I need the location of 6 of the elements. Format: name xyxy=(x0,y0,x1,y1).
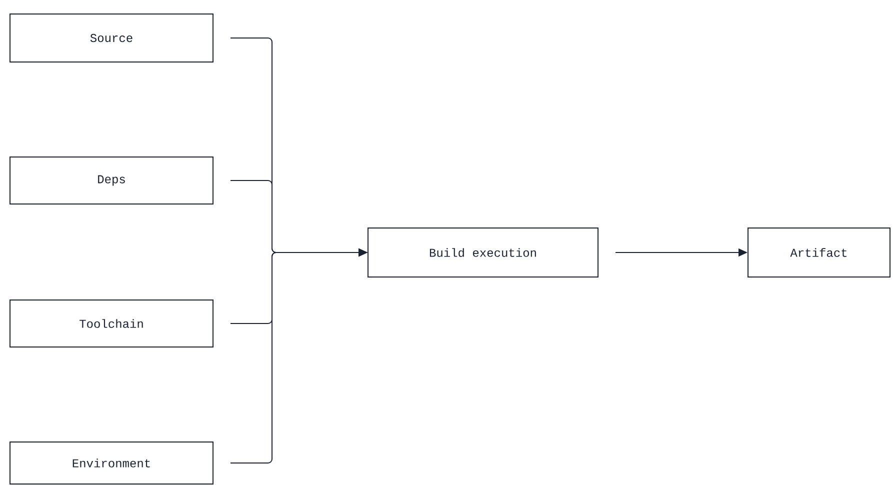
process-box: Environment xyxy=(10,442,214,484)
process-box: Toolchain xyxy=(10,300,214,348)
process-box: Deps xyxy=(10,156,214,204)
process-box: Artifact xyxy=(748,228,891,278)
process-box: Build execution xyxy=(368,228,598,278)
process-box: Source xyxy=(10,14,214,62)
